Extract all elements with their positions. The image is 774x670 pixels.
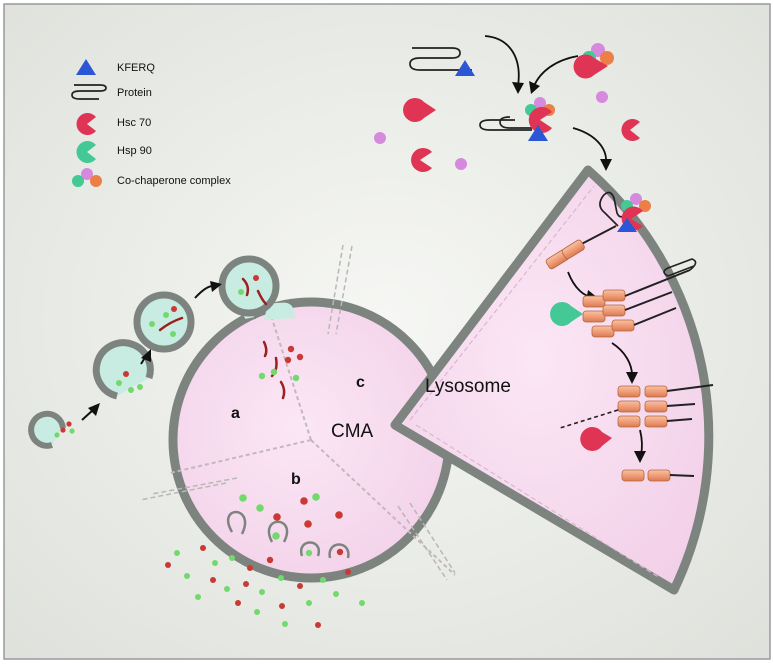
cytosolic-substrate-complex xyxy=(374,35,640,173)
kferq-icon xyxy=(528,125,548,141)
hsc70-pacman-icon xyxy=(76,113,96,135)
region-b-label: b xyxy=(291,471,301,488)
region-a-contents xyxy=(258,340,304,400)
autophagosome-pathway xyxy=(28,255,296,449)
protein-squiggle-icon xyxy=(71,84,107,100)
hsc70-pacman-icon xyxy=(411,148,432,173)
arrow xyxy=(484,35,520,87)
legend-label: KFERQ xyxy=(117,62,155,74)
arrow xyxy=(533,55,579,87)
region-c-label: c xyxy=(356,374,365,391)
kferq-icon xyxy=(617,218,637,232)
cma-label: CMA xyxy=(331,421,374,442)
region-divider xyxy=(169,299,456,576)
arrowhead-icon xyxy=(210,281,222,292)
arrow xyxy=(572,127,607,163)
protein-squiggle-icon xyxy=(409,47,472,71)
scattered-cargo-dots xyxy=(165,545,365,628)
fused-autophagosome xyxy=(218,255,280,317)
divider-extension xyxy=(139,477,238,501)
nascent-phagophore xyxy=(28,410,66,449)
co-chaperone-dot xyxy=(455,158,467,170)
region-b-contents xyxy=(226,493,350,564)
lamp2a-translocation-complex xyxy=(559,384,714,429)
hsc70-pacman-icon xyxy=(403,98,436,122)
arrowhead-icon xyxy=(600,159,612,171)
co-chaperone-cluster-icon xyxy=(621,193,651,212)
protein-squiggle-icon xyxy=(499,116,532,129)
lumenal-hsc70-icon xyxy=(580,427,612,451)
divider-extension xyxy=(327,244,353,335)
legend-item-hsc70: Hsc 70 xyxy=(76,113,151,135)
co-chaperone-dot xyxy=(374,132,386,144)
protein-squiggle-icon xyxy=(479,119,532,131)
divider-extension xyxy=(397,502,456,581)
legend-item-hsp90: Hsp 90 xyxy=(76,141,152,163)
legend-item-co-chaperone: Co-chaperone complex xyxy=(72,168,231,187)
hsp90-pacman-icon xyxy=(76,141,96,163)
autophagosome xyxy=(133,291,195,353)
lamp2a-monomer-disassembled xyxy=(621,469,695,482)
co-chaperone-dot xyxy=(596,91,608,103)
lysosome-inner-line xyxy=(409,185,661,579)
lamp2a-monomer xyxy=(545,225,617,270)
arrowhead-icon xyxy=(141,349,151,362)
arrowhead-icon xyxy=(88,403,100,416)
legend-item-kferq: KFERQ xyxy=(76,59,155,75)
legend-label: Co-chaperone complex xyxy=(117,175,231,187)
region-a-label: a xyxy=(231,405,240,422)
hsp90-pacman-icon xyxy=(550,302,583,327)
lysosome-label: Lysosome xyxy=(425,376,511,397)
kferq-icon xyxy=(455,60,475,76)
hsc70-pacman-icon xyxy=(528,107,552,134)
arrowhead-icon xyxy=(626,372,638,384)
triangle-icon xyxy=(76,59,96,75)
legend-label: Hsc 70 xyxy=(117,117,151,129)
hsc70-pacman-icon xyxy=(621,119,640,141)
hsc70-pacman-icon xyxy=(573,54,608,79)
legend-item-protein: Protein xyxy=(71,84,152,100)
lamp2a-multimer xyxy=(582,258,697,338)
lysosome: Lysosome xyxy=(390,165,714,595)
co-chaperone-cluster-icon xyxy=(72,168,102,187)
arrowhead-icon xyxy=(512,82,524,94)
protein-squiggle-icon xyxy=(599,191,627,227)
legend: KFERQ Protein Hsc 70 Hsp 90 Co-chaperone… xyxy=(71,59,231,187)
arrow xyxy=(81,409,94,421)
legend-label: Protein xyxy=(117,87,152,99)
arrowhead-icon xyxy=(634,451,646,463)
legend-label: Hsp 90 xyxy=(117,145,152,157)
fusion-neck-fill xyxy=(264,302,296,320)
arrowhead-icon xyxy=(529,81,540,94)
